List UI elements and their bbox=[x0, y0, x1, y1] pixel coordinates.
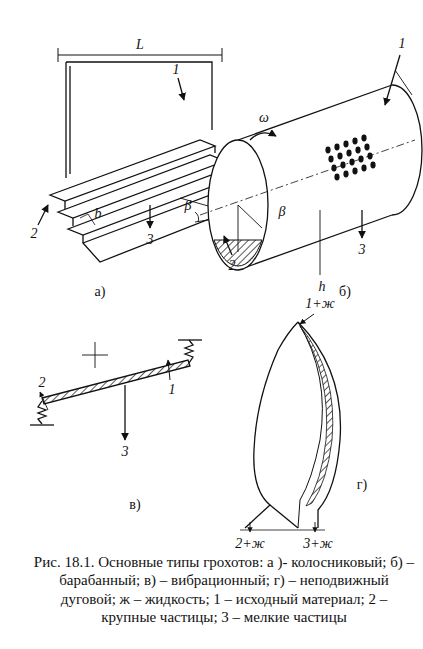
callout-label: 1 bbox=[169, 383, 176, 397]
callout-label: 2 bbox=[229, 259, 236, 273]
callout-label: 2+ж bbox=[235, 537, 264, 551]
drum-screen bbox=[200, 55, 422, 275]
callout-label: b bbox=[95, 207, 102, 221]
callout-label: 1 bbox=[399, 37, 406, 51]
arc-screen bbox=[240, 314, 340, 532]
callout-label: h bbox=[319, 280, 326, 294]
callout-label: 1 bbox=[173, 63, 180, 77]
callout-label: 3 bbox=[359, 243, 366, 257]
callout-label: 3 bbox=[122, 445, 129, 459]
callout-label: L bbox=[136, 38, 144, 52]
figure-caption: Рис. 18.1. Основные типы грохотов: а )- … bbox=[32, 553, 416, 626]
panel-letter: б) bbox=[339, 285, 351, 299]
panel-letter: в) bbox=[129, 498, 140, 512]
panel-letter: а) bbox=[95, 285, 106, 299]
callout-label: β bbox=[279, 205, 286, 219]
callout-label: 1+ж bbox=[305, 297, 334, 311]
vibrating-screen bbox=[30, 340, 202, 440]
callout-label: 2 bbox=[31, 227, 38, 241]
callout-label: 2 bbox=[39, 376, 46, 390]
callout-label: 3 bbox=[147, 233, 154, 247]
callout-label: β bbox=[185, 199, 192, 213]
panel-letter: г) bbox=[357, 478, 367, 492]
callout-label: ω bbox=[259, 111, 269, 125]
callout-label: 3+ж bbox=[303, 537, 332, 551]
